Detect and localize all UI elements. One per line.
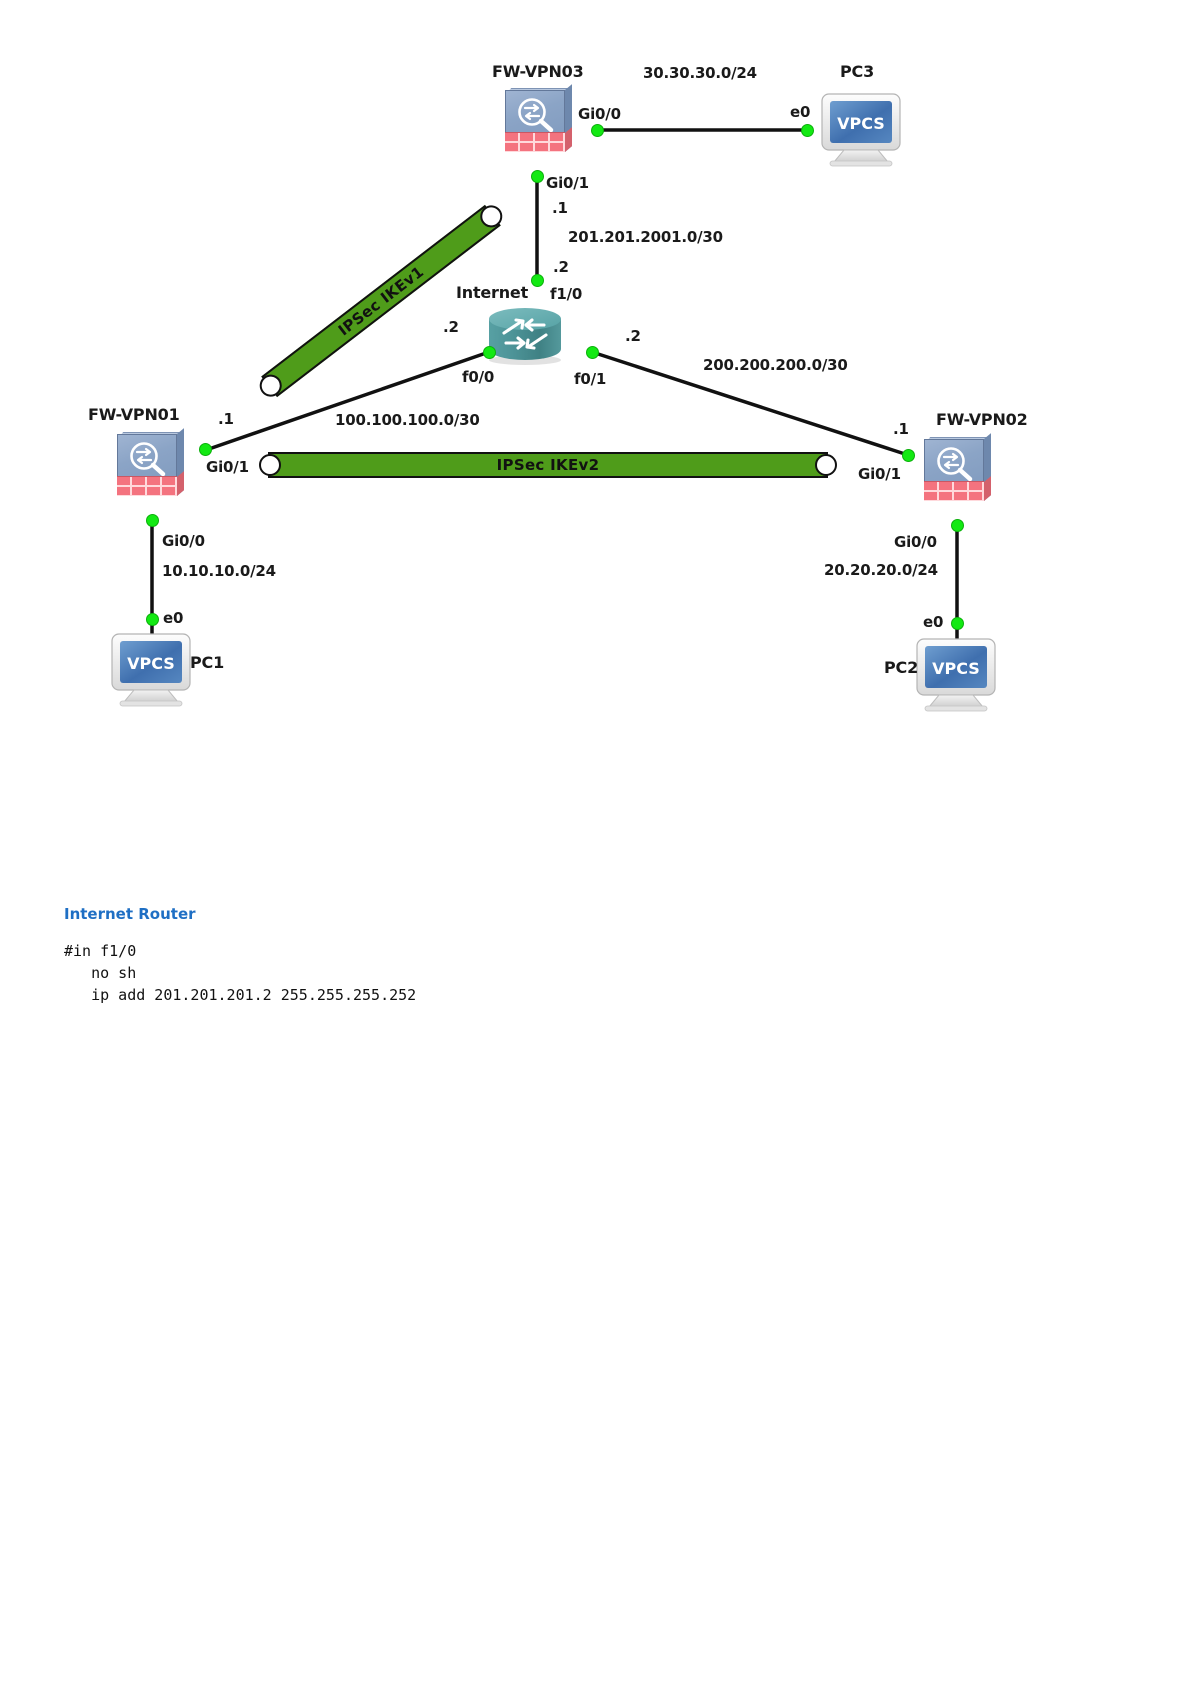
firewall-magnifier-icon <box>515 98 555 132</box>
svg-text:VPCS: VPCS <box>127 654 175 673</box>
firewall-magnifier-icon <box>127 442 167 476</box>
vpcs-host-pc2[interactable]: VPCS <box>913 637 1005 715</box>
vpcs-host-pc3[interactable]: VPCS <box>818 92 910 170</box>
tunnel-endpoint-right-icon <box>475 200 507 232</box>
interface-dot-pc1-e0[interactable] <box>146 613 159 626</box>
config-section-title: Internet Router <box>64 905 196 923</box>
iface-label-pc1-e0: e0 <box>163 609 184 627</box>
firewall-brick-base <box>505 132 565 152</box>
host-octet-fw02-wan: .1 <box>893 420 909 438</box>
iface-label-pc2-e0: e0 <box>923 613 944 631</box>
router-internet[interactable] <box>482 305 568 367</box>
interface-dot-rtr-f00[interactable] <box>483 346 496 359</box>
firewall-brick-side <box>984 476 991 501</box>
interface-dot-pc3-e0[interactable] <box>801 124 814 137</box>
firewall-brick-side <box>177 471 184 496</box>
host-octet-fw01-wan: .1 <box>218 410 234 428</box>
tunnel-endpoint-right-icon <box>815 454 837 476</box>
subnet-label-lan3: 30.30.30.0/24 <box>643 64 757 82</box>
interface-dot-fw03-gi00[interactable] <box>591 124 604 137</box>
firewall-fw-vpn01[interactable] <box>115 428 187 502</box>
iface-label-fw02-gi00: Gi0/0 <box>894 533 937 551</box>
iface-label-fw02-gi01: Gi0/1 <box>858 465 901 483</box>
iface-label-pc3-e0: e0 <box>790 103 811 121</box>
node-label-fw-vpn03: FW-VPN03 <box>492 62 584 81</box>
host-octet-rtr-f00: .2 <box>443 318 459 336</box>
ipsec-ikev2-tunnel[interactable]: IPSec IKEv2 <box>259 452 837 478</box>
node-label-internet-router: Internet <box>456 283 529 302</box>
firewall-fw-vpn03[interactable] <box>503 84 575 158</box>
iface-label-fw01-gi00: Gi0/0 <box>162 532 205 550</box>
config-cli-text: #in f1/0 no sh ip add 201.201.201.2 255.… <box>64 942 417 1004</box>
firewall-brick-base <box>117 476 177 496</box>
interface-dot-pc2-e0[interactable] <box>951 617 964 630</box>
subnet-label-lan1: 10.10.10.0/24 <box>162 562 276 580</box>
firewall-brick-side <box>565 127 572 152</box>
interface-dot-rtr-f01[interactable] <box>586 346 599 359</box>
network-topology-diagram: IPSec IKEv1 IPSec IKEv2 FW-VPN03 <box>0 0 1200 800</box>
host-octet-rtr-f10: .2 <box>553 258 569 276</box>
tunnel-endpoint-left-icon <box>255 370 287 402</box>
firewall-fw-vpn02[interactable] <box>922 433 994 507</box>
iface-label-rtr-f00: f0/0 <box>462 368 495 386</box>
firewall-magnifier-icon <box>934 447 974 481</box>
subnet-label-wan3: 201.201.2001.0/30 <box>568 228 723 246</box>
node-label-pc1: PC1 <box>190 653 225 672</box>
host-octet-rtr-f01: .2 <box>625 327 641 345</box>
node-label-pc2: PC2 <box>884 658 919 677</box>
interface-dot-fw01-gi01[interactable] <box>199 443 212 456</box>
ipsec-ikev1-label: IPSec IKEv1 <box>334 262 428 340</box>
interface-dot-rtr-f10[interactable] <box>531 274 544 287</box>
node-label-pc3: PC3 <box>840 62 875 81</box>
vpcs-host-pc1[interactable]: VPCS <box>108 632 200 710</box>
svg-text:VPCS: VPCS <box>932 659 980 678</box>
subnet-label-wan2: 200.200.200.0/30 <box>703 356 848 374</box>
svg-text:VPCS: VPCS <box>837 114 885 133</box>
iface-label-rtr-f10: f1/0 <box>550 285 583 303</box>
iface-label-fw01-gi01: Gi0/1 <box>206 458 249 476</box>
node-label-fw-vpn02: FW-VPN02 <box>936 410 1028 429</box>
iface-label-fw03-gi01: Gi0/1 <box>546 174 589 192</box>
ipsec-ikev2-label: IPSec IKEv2 <box>496 456 600 474</box>
interface-dot-fw01-gi00[interactable] <box>146 514 159 527</box>
firewall-brick-base <box>924 481 984 501</box>
subnet-label-lan2: 20.20.20.0/24 <box>824 561 938 579</box>
subnet-label-wan1: 100.100.100.0/30 <box>335 411 480 429</box>
node-label-fw-vpn01: FW-VPN01 <box>88 405 180 424</box>
interface-dot-fw02-gi01[interactable] <box>902 449 915 462</box>
iface-label-rtr-f01: f0/1 <box>574 370 607 388</box>
interface-dot-fw03-gi01[interactable] <box>531 170 544 183</box>
internet-router-config-block: Internet Router #in f1/0 no sh ip add 20… <box>64 905 864 1006</box>
host-octet-fw03-wan: .1 <box>552 199 568 217</box>
interface-dot-fw02-gi00[interactable] <box>951 519 964 532</box>
tunnel-endpoint-left-icon <box>259 454 281 476</box>
iface-label-fw03-gi00: Gi0/0 <box>578 105 621 123</box>
